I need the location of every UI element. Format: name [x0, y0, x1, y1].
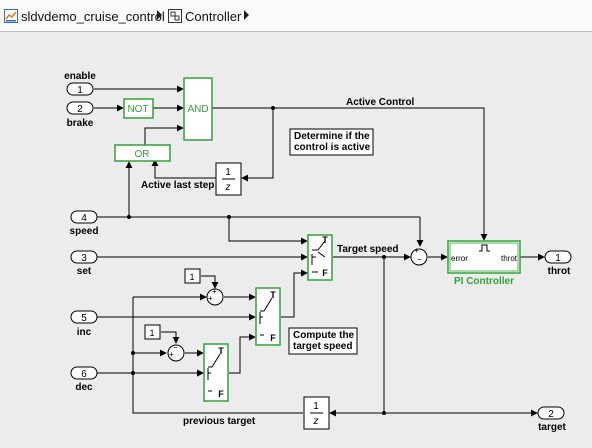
- outport-target-label: target: [538, 422, 566, 433]
- not-block-label: NOT: [127, 104, 148, 115]
- inport-brake-label: brake: [67, 118, 94, 129]
- junction-dots: [127, 106, 386, 415]
- inport-dec-label: dec: [75, 382, 93, 393]
- enable-port-icon: [479, 244, 490, 252]
- sum-inc[interactable]: + +: [206, 287, 224, 306]
- svg-text:−: −: [173, 343, 178, 352]
- svg-text:+: +: [208, 294, 213, 303]
- switch3-true-label: T: [218, 346, 224, 356]
- active-last-step-label: Active last step: [141, 180, 214, 191]
- sum-dec[interactable]: + −: [167, 343, 185, 362]
- switch-inc[interactable]: T F: [255, 287, 281, 346]
- target-speed-label: Target speed: [337, 244, 399, 255]
- annotation-determine-line1: Determine if the: [294, 131, 370, 142]
- unit-delay-target-denominator: z: [313, 416, 319, 427]
- outport-throt-number: 1: [555, 253, 561, 264]
- breadcrumb-subsystem[interactable]: Controller: [168, 7, 241, 25]
- and-block[interactable]: AND: [183, 77, 213, 141]
- not-block[interactable]: NOT: [123, 98, 154, 119]
- outport-target[interactable]: 2 target: [537, 406, 567, 433]
- constant-dec[interactable]: 1: [144, 324, 161, 340]
- constant-dec-value: 1: [149, 328, 154, 338]
- annotation-compute-line2: target speed: [293, 341, 352, 352]
- inport-dec[interactable]: 6 dec: [70, 366, 98, 393]
- inport-set[interactable]: 3 set: [70, 250, 98, 277]
- or-block[interactable]: OR: [114, 144, 171, 162]
- active-control-label: Active Control: [346, 97, 415, 108]
- pi-throt-port-label: throt: [501, 254, 518, 263]
- pi-controller-block[interactable]: error throt PI Controller: [447, 240, 521, 287]
- annotation-compute: Compute the target speed: [288, 327, 358, 355]
- inport-inc-number: 5: [81, 313, 87, 324]
- inport-dec-number: 6: [81, 369, 87, 380]
- breadcrumb-subsystem-label: Controller: [185, 8, 242, 24]
- inport-enable-label: enable: [64, 71, 96, 82]
- outport-throt[interactable]: 1 throt: [544, 250, 572, 277]
- sum-error[interactable]: + −: [410, 246, 428, 266]
- annotation-compute-line1: Compute the: [293, 330, 355, 341]
- unit-delay-target[interactable]: 1 z: [303, 396, 330, 430]
- inport-enable-number: 1: [77, 85, 83, 96]
- unit-delay-denominator: z: [225, 182, 231, 193]
- svg-text:+: +: [169, 350, 174, 359]
- switch1-true-label: T: [322, 235, 328, 245]
- outport-throt-label: throt: [548, 266, 571, 277]
- breadcrumb-model-label: sldvdemo_cruise_control: [21, 8, 165, 24]
- previous-target-label: previous target: [183, 416, 256, 427]
- switch-target-speed[interactable]: T F: [307, 234, 333, 281]
- inport-brake[interactable]: 2 brake: [66, 101, 94, 129]
- pi-error-port-label: error: [451, 254, 468, 263]
- breadcrumb-bar: sldvdemo_cruise_control Controller: [0, 0, 592, 32]
- model-icon: [4, 9, 18, 23]
- inport-set-number: 3: [81, 253, 87, 264]
- svg-text:+: +: [212, 287, 217, 296]
- breadcrumb-separator-icon: [157, 10, 162, 20]
- sum-error-minus: −: [417, 255, 422, 264]
- inport-inc-label: inc: [77, 327, 92, 338]
- inport-inc[interactable]: 5 inc: [70, 310, 98, 338]
- and-block-label: AND: [187, 104, 208, 115]
- switch1-false-label: F: [322, 268, 328, 278]
- switch2-false-label: F: [270, 333, 276, 343]
- model-canvas[interactable]: 1 enable 2 brake 4 speed 3 set 5 inc 6 d…: [0, 32, 592, 448]
- unit-delay-numerator: 1: [225, 167, 231, 178]
- inport-set-label: set: [77, 266, 92, 277]
- annotation-determine-line2: control is active: [294, 142, 371, 153]
- switch-dec[interactable]: T F: [203, 343, 229, 402]
- pi-controller-name: PI Controller: [454, 276, 514, 287]
- subsystem-icon: [168, 9, 182, 23]
- sum-error-plus: +: [414, 246, 419, 255]
- inport-brake-number: 2: [77, 104, 83, 115]
- unit-delay-active[interactable]: 1 z: [215, 162, 242, 196]
- outport-target-number: 2: [548, 409, 554, 420]
- breadcrumb-separator-icon: [244, 10, 249, 20]
- inport-speed-label: speed: [70, 226, 99, 237]
- annotation-determine: Determine if the control is active: [289, 128, 374, 156]
- inport-enable[interactable]: 1 enable: [64, 71, 96, 96]
- switch3-false-label: F: [218, 389, 224, 399]
- breadcrumb-model[interactable]: sldvdemo_cruise_control: [4, 7, 165, 25]
- constant-inc-value: 1: [189, 272, 194, 282]
- unit-delay-target-numerator: 1: [313, 401, 319, 412]
- inport-speed-number: 4: [81, 213, 87, 224]
- signal-lines: [94, 85, 545, 417]
- constant-inc[interactable]: 1: [184, 268, 201, 284]
- or-block-label: OR: [135, 149, 150, 160]
- inport-speed[interactable]: 4 speed: [70, 210, 99, 237]
- switch2-true-label: T: [270, 290, 276, 300]
